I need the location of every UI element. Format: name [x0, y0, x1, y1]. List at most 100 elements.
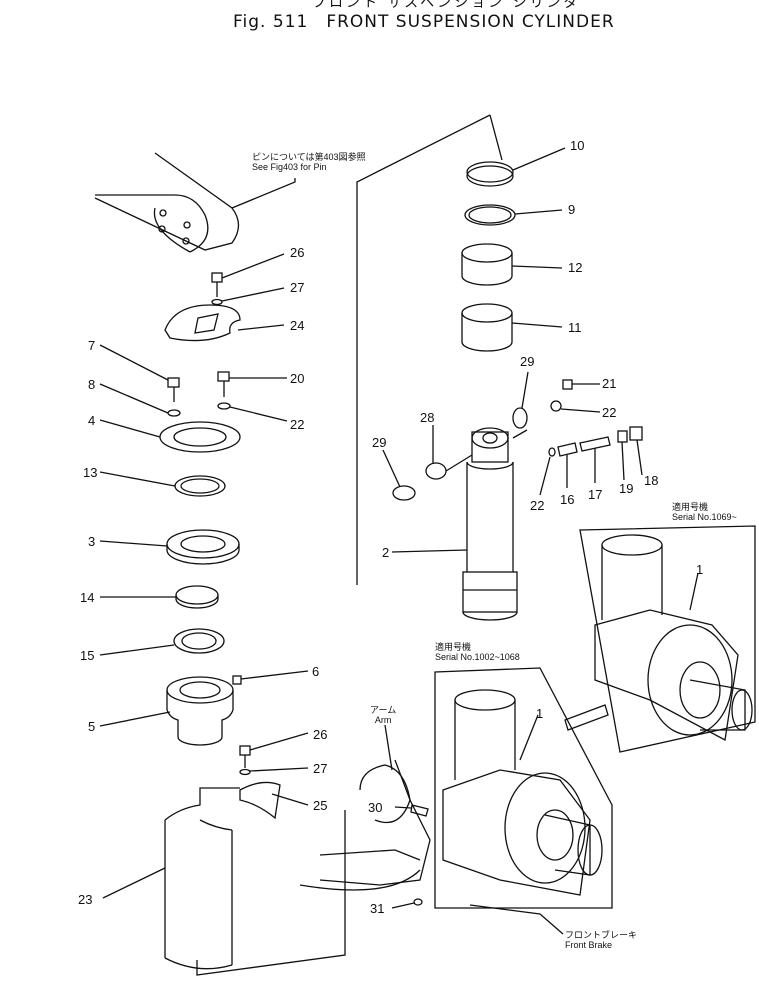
figure-name: FRONT SUSPENSION CYLINDER: [326, 12, 615, 32]
front-brake-en: Front Brake: [565, 940, 613, 950]
part-27-washer-top: [211, 287, 285, 306]
pin-note: ピンについては第403図参照 See Fig403 for Pin: [252, 152, 366, 172]
part-22-washer-left: [217, 402, 288, 422]
callout-22-right-bottom: 22: [530, 498, 545, 513]
inset-box-serial-1069: [579, 525, 756, 753]
callout-27-top: 27: [290, 280, 305, 295]
callout-16: 16: [560, 492, 575, 507]
callout-25: 25: [313, 798, 328, 813]
part-12-bushing: [461, 243, 563, 286]
part-10-ring: [466, 147, 566, 187]
bracket-line-top: [489, 114, 503, 161]
front-brake-jp: フロントブレーキ: [565, 930, 638, 940]
callout-30: 30: [368, 800, 383, 815]
part-19-nut: [617, 430, 628, 481]
callout-3: 3: [88, 534, 96, 549]
callout-27-bottom: 27: [313, 761, 328, 776]
part-5-housing: [99, 676, 234, 746]
part-20-bolt: [217, 371, 287, 397]
callout-1-lower: 1: [536, 706, 544, 721]
part-22-washer-right-bottom: [539, 447, 556, 496]
callout-9: 9: [568, 202, 576, 217]
pin-note-en: See Fig403 for Pin: [252, 162, 327, 172]
callout-28: 28: [420, 410, 435, 425]
part-13-ring: [99, 471, 226, 497]
part-15-seal: [99, 628, 225, 656]
inset-box-serial-1002-1068: [434, 667, 613, 909]
callout-26-bottom: 26: [313, 727, 328, 742]
callout-6: 6: [312, 664, 320, 679]
callout-19: 19: [619, 481, 634, 496]
part-6-nipple: [232, 670, 309, 685]
part-18-cap: [629, 426, 643, 476]
callout-31: 31: [370, 901, 385, 916]
part-9-seal: [464, 204, 563, 226]
pin-note-leader: [231, 178, 296, 209]
callout-8: 8: [88, 377, 96, 392]
part-22-washer-right-top: [550, 400, 601, 413]
arm-note-en: Arm: [374, 715, 392, 725]
part-26-bolt-top: [211, 253, 285, 297]
serial-note-1002-en: Serial No.1002~1068: [435, 652, 520, 662]
callout-13: 13: [83, 465, 98, 480]
callout-7: 7: [88, 338, 96, 353]
callout-18: 18: [644, 473, 659, 488]
callout-26-top: 26: [290, 245, 305, 260]
part-28-bushing: [425, 425, 473, 480]
part-23-cover: [102, 787, 240, 970]
part-21-plug: [562, 379, 600, 390]
callout-22-right-top: 22: [602, 405, 617, 420]
arm-note-jp: アーム: [370, 705, 397, 715]
part-14-ring: [100, 585, 219, 609]
callout-23: 23: [78, 892, 93, 907]
part-27-washer-bottom: [239, 767, 309, 776]
serial-note-1069-jp: 適用号機: [672, 502, 709, 512]
callout-10: 10: [570, 138, 585, 153]
part-3-bearing: [99, 529, 240, 565]
part-29-snap-ring-left: [382, 449, 416, 501]
bracket-line-right: [356, 114, 491, 585]
callout-14: 14: [80, 590, 95, 605]
part-25-plate: [239, 781, 309, 820]
part-7-bolt: [99, 344, 180, 402]
title-japanese: フロント サスペンション シリンダ: [312, 0, 581, 11]
arm-beam-drawing: [94, 152, 240, 253]
part-30-fitting: [394, 804, 429, 817]
callout-24: 24: [290, 318, 305, 333]
serial-note-1002-1068: 適用号機 Serial No.1002~1068: [435, 642, 520, 662]
arm-sketch: [299, 724, 431, 891]
pin-note-jp: ピンについては第403図参照: [252, 152, 366, 162]
part-16-fitting: [557, 442, 578, 488]
cover-bracket: [196, 810, 346, 976]
callout-4: 4: [88, 413, 96, 428]
serial-note-1069: 適用号機 Serial No.1069~: [672, 502, 737, 522]
part-8-washer: [99, 383, 181, 417]
callout-2: 2: [382, 545, 390, 560]
callout-22-left: 22: [290, 417, 305, 432]
part-24-plate: [164, 304, 285, 342]
part-31-fitting: [391, 898, 423, 909]
serial-note-1069-en: Serial No.1069~: [672, 512, 737, 522]
part-2-cylinder: [391, 427, 518, 621]
figure-title: Fig. 511 FRONT SUSPENSION CYLINDER: [233, 12, 633, 32]
callout-20: 20: [290, 371, 305, 386]
part-17-fitting: [579, 436, 611, 483]
front-brake-leader: [469, 904, 564, 935]
part-4-retainer: [99, 419, 241, 453]
callout-1-upper: 1: [696, 562, 704, 577]
callout-15: 15: [80, 648, 95, 663]
callout-29-right: 29: [520, 354, 535, 369]
callout-29-left: 29: [372, 435, 387, 450]
callout-21: 21: [602, 376, 617, 391]
callout-11: 11: [568, 320, 582, 335]
serial-note-1002-jp: 適用号機: [435, 642, 472, 652]
front-brake-note: フロントブレーキ Front Brake: [565, 930, 637, 950]
arm-note: アーム Arm: [370, 705, 396, 725]
callout-5: 5: [88, 719, 96, 734]
callout-17: 17: [588, 487, 603, 502]
part-29-snap-ring-right: [512, 371, 529, 439]
part-11-bushing: [461, 303, 563, 352]
callout-12: 12: [568, 260, 583, 275]
figure-number: Fig. 511: [233, 12, 309, 32]
